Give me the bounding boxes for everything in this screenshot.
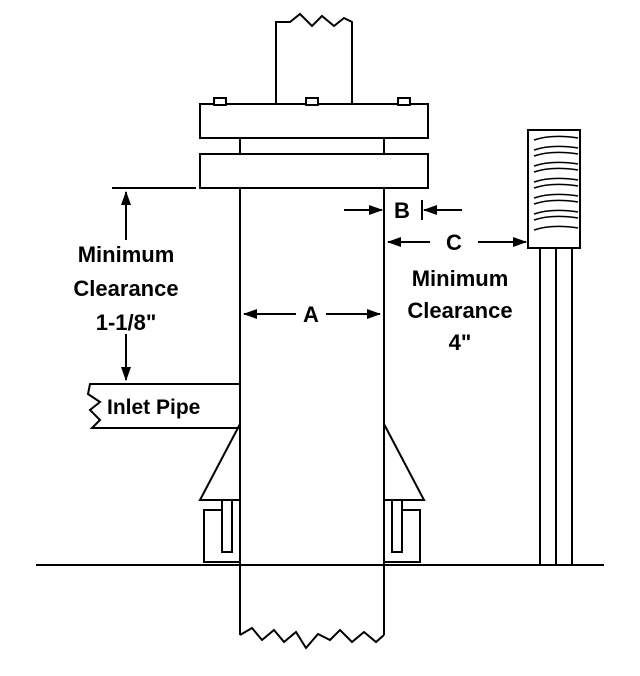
- dim-a-label: A: [303, 302, 319, 327]
- dim-b-label: B: [394, 198, 410, 223]
- left-clearance-line2: Clearance: [73, 276, 178, 301]
- coil-winding: [533, 135, 579, 231]
- right-clearance-line1: Minimum: [412, 266, 509, 291]
- left-support-bracket: [198, 423, 241, 563]
- inlet-pipe-label: Inlet Pipe: [107, 396, 200, 419]
- right-support-bracket: [383, 423, 426, 563]
- upper-pipe: [275, 12, 353, 110]
- main-pipe: [239, 188, 385, 650]
- dim-c-label: C: [446, 230, 462, 255]
- top-flange: [199, 103, 429, 139]
- inlet-pipe: [86, 383, 240, 429]
- bottom-flange: [199, 153, 429, 189]
- flange-bolts: [213, 97, 411, 106]
- left-clearance-value: 1-1/8": [96, 310, 157, 335]
- heat-column: [539, 247, 573, 565]
- right-clearance-line2: Clearance: [407, 298, 512, 323]
- right-clearance-value: 4": [449, 330, 472, 355]
- left-clearance-line1: Minimum: [78, 242, 175, 267]
